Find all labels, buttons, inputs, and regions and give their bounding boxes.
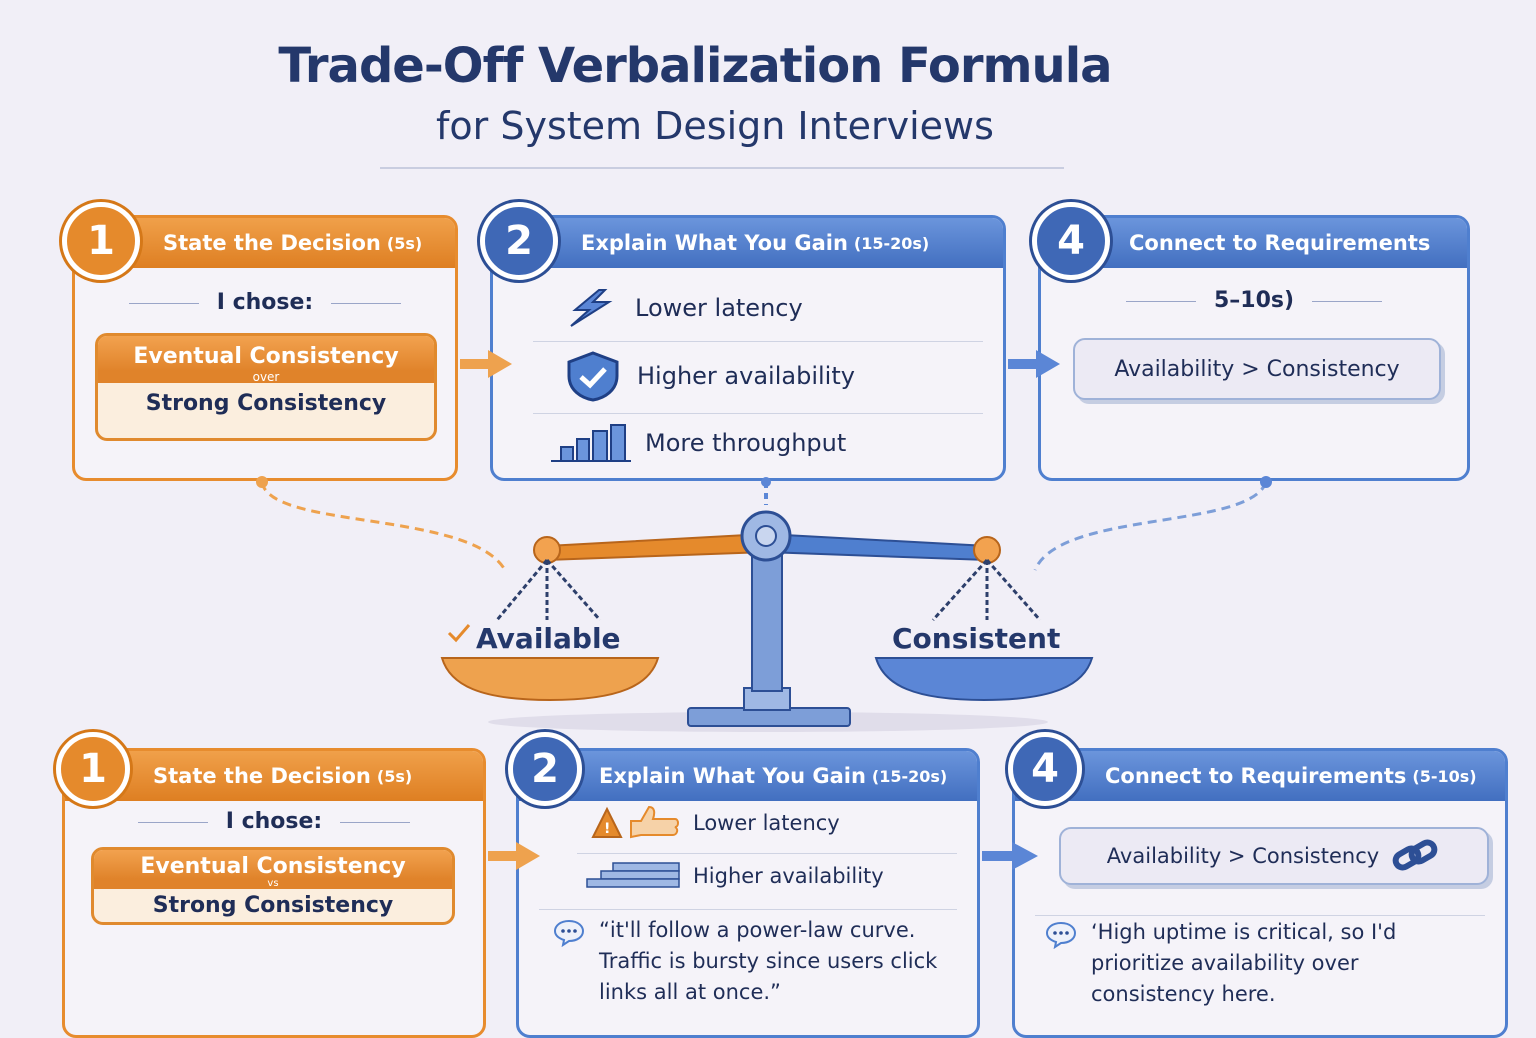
decision-box: Eventual Consistency over Strong Consist… [95, 333, 437, 441]
bottom-step1-panel: State the Decision(5s) I chose: Eventual… [62, 748, 486, 1038]
speech-bubble-icon [553, 919, 585, 947]
warning-thumbs-up-icon: ! [591, 805, 679, 839]
arrow-right-icon [1036, 350, 1060, 378]
step-badge-2: 2 [508, 732, 582, 806]
gain-label: Higher availability [637, 362, 855, 390]
connector-line [260, 481, 507, 571]
gain-label: Lower latency [693, 811, 840, 835]
top-step1-panel: State the Decision(5s) I chose: Eventual… [72, 215, 458, 481]
step-badge-1: 1 [56, 732, 130, 806]
divider [533, 413, 983, 414]
divider [539, 909, 957, 910]
step-title: Explain What You Gain [581, 231, 848, 255]
requirement-text: Availability > Consistency [1106, 844, 1380, 868]
requirement-box: Availability > Consistency [1059, 827, 1489, 885]
step-time: (15-20s) [871, 766, 948, 786]
arrow-right-icon [1012, 842, 1038, 870]
example-quote: ‘High uptime is critical, so I'd priorit… [1045, 917, 1485, 1010]
right-pan [874, 657, 1094, 702]
step-badge-2: 2 [480, 202, 558, 280]
svg-text:!: ! [604, 821, 610, 837]
speech-bubble-icon [1045, 921, 1077, 949]
requirement-box: Availability > Consistency [1073, 338, 1441, 400]
arrow-shaft [982, 851, 1014, 861]
gain-label: More throughput [645, 429, 847, 457]
arrow-right-icon [516, 842, 540, 870]
top-step2-panel: Explain What You Gain(15-20s) Lower late… [490, 215, 1006, 481]
divider [1035, 915, 1485, 916]
balance-scale-icon [256, 476, 1272, 732]
link-icon [1392, 839, 1438, 871]
step-badge-1: 1 [62, 202, 140, 280]
gain-label: Higher availability [693, 864, 884, 888]
left-pan [440, 657, 660, 702]
chosen-option: Eventual Consistency [94, 850, 452, 879]
top-step4-header: Connect to Requirements [1041, 218, 1467, 268]
step-title: Connect to Requirements [1105, 764, 1407, 788]
step-title: Connect to Requirements [1129, 231, 1431, 255]
requirement-text: Availability > Consistency [1114, 356, 1400, 382]
gain-item: More throughput [551, 423, 846, 463]
alternative-option: Strong Consistency [152, 893, 394, 918]
gain-label: Lower latency [635, 294, 803, 322]
decision-box: Eventual Consistency vs Strong Consisten… [91, 847, 455, 925]
step-time: (5s) [376, 766, 413, 786]
lightning-icon [570, 289, 613, 327]
arrow-shaft [1008, 359, 1038, 369]
connector-word: over [98, 371, 434, 383]
quote-text: “it'll follow a power-law curve. Traffic… [599, 918, 938, 1004]
scale-right-label: Consistent [892, 622, 1061, 655]
prompt-label: I chose: [75, 290, 455, 315]
page-subtitle: for System Design Interviews [436, 104, 994, 148]
connector-word: vs [94, 879, 452, 889]
step-time: (15-20s) [853, 233, 930, 253]
title-divider [380, 167, 1064, 169]
top-step2-header: Explain What You Gain(15-20s) [493, 218, 1003, 268]
gain-item: Higher availability [583, 861, 884, 891]
gain-item: ! Lower latency [591, 805, 840, 841]
shield-check-icon [567, 351, 619, 402]
divider [577, 853, 957, 854]
stairs-icon [586, 862, 680, 888]
quote-text: ‘High uptime is critical, so I'd priorit… [1091, 920, 1397, 1006]
step-title: Explain What You Gain [599, 764, 866, 788]
bottom-step2-header: Explain What You Gain(15-20s) [519, 751, 977, 801]
alternative-option: Strong Consistency [145, 391, 387, 416]
connector-line [1033, 481, 1268, 571]
step-title: State the Decision [153, 764, 371, 788]
step-badge-4: 4 [1008, 732, 1082, 806]
step-time: (5-10s) [1412, 766, 1477, 786]
arrow-shaft [460, 359, 490, 369]
chosen-option: Eventual Consistency [98, 336, 434, 371]
top-step1-header: State the Decision(5s) [75, 218, 455, 268]
gain-item: Higher availability [563, 350, 855, 402]
bottom-step4-panel: Connect to Requirements(5-10s) Availabil… [1012, 748, 1508, 1038]
gain-item: Lower latency [561, 288, 803, 328]
divider [533, 341, 983, 342]
top-step4-panel: Connect to Requirements 5–10s) Availabil… [1038, 215, 1470, 481]
time-label: 5–10s) [1041, 288, 1467, 313]
arrow-right-icon [488, 350, 512, 378]
bottom-step2-panel: Explain What You Gain(15-20s) ! Lower lat… [516, 748, 980, 1038]
step-title: State the Decision [163, 231, 381, 255]
step-time: (5s) [386, 233, 423, 253]
bottom-step4-header: Connect to Requirements(5-10s) [1015, 751, 1505, 801]
check-icon [447, 624, 471, 643]
arrow-shaft [488, 851, 518, 861]
page-title: Trade-Off Verbalization Formula [278, 38, 1112, 94]
example-quote: “it'll follow a power-law curve. Traffic… [553, 915, 973, 1008]
prompt-label: I chose: [65, 809, 483, 834]
bar-chart-icon [551, 424, 631, 462]
bottom-step1-header: State the Decision(5s) [65, 751, 483, 801]
step-badge-4: 4 [1032, 202, 1110, 280]
scale-left-label: Available [476, 622, 621, 655]
